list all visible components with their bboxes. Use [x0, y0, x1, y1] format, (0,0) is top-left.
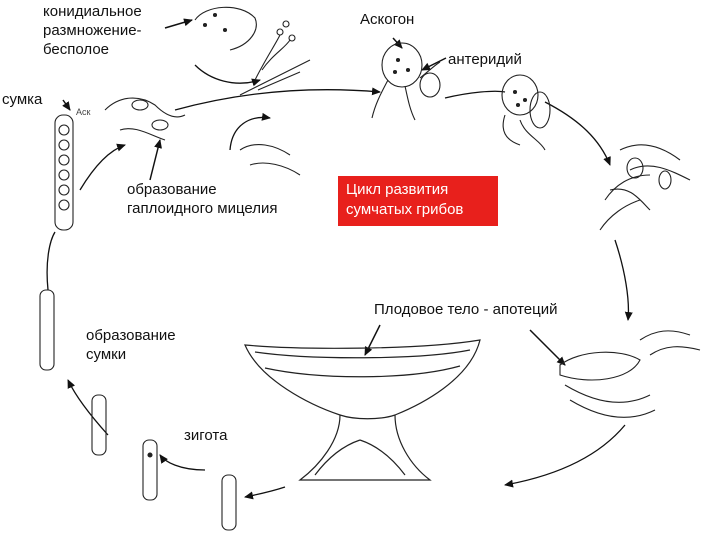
cycle-arrow-top — [175, 90, 380, 110]
fertilization-sketch — [502, 75, 550, 150]
cycle-arrow-left — [68, 380, 108, 435]
cycle-arrow-right-upper — [545, 102, 610, 165]
pointer-fruit-body-right — [530, 330, 565, 365]
label-ascus: сумка — [2, 90, 42, 109]
label-antheridium: антеридий — [448, 50, 522, 69]
cycle-arrow-left-lower — [160, 455, 205, 470]
label-fruit-body: Плодовое тело - апотеций — [374, 300, 557, 319]
cycle-arrows — [47, 65, 628, 497]
cycle-arrow-top-right — [445, 91, 505, 98]
apothecium-small-sketch — [560, 331, 700, 418]
ascogon-sketch — [372, 43, 440, 120]
label-ascus-tiny: Аск — [76, 107, 90, 118]
pointer-ascus — [63, 100, 70, 110]
ascus-chain-sketch — [40, 115, 236, 530]
cycle-arrow-bottom — [245, 487, 285, 497]
pointer-fruit-body-left — [365, 325, 380, 355]
diagram-title: Цикл развития сумчатых грибов — [346, 180, 490, 220]
label-ascogon: Аскогон — [360, 10, 414, 29]
label-zygote: зигота — [184, 426, 227, 445]
pointer-conidial — [165, 20, 192, 28]
pointer-antheridium — [422, 58, 446, 70]
ascogenous-hyphae-sketch — [600, 145, 690, 230]
cycle-arrow-bottom-right — [505, 425, 625, 485]
pointer-mycelium — [150, 140, 160, 180]
label-haploid-mycelium: образование гаплоидного мицелия — [127, 180, 278, 218]
cycle-arrow-conidial-loop — [195, 65, 260, 83]
cycle-arrow-ascus-to-mycelium — [80, 145, 125, 190]
cycle-arrow-left-upper — [47, 232, 55, 290]
cycle-arrow-right — [615, 240, 628, 320]
label-conidial-reproduction: конидиальное размножение- бесполое — [43, 2, 142, 59]
apothecium-large-sketch — [245, 340, 480, 480]
label-ascus-formation: образование сумки — [86, 326, 176, 364]
haploid-mycelium-sketch — [105, 98, 300, 175]
diagram-title-box: Цикл развития сумчатых грибов — [338, 176, 498, 226]
